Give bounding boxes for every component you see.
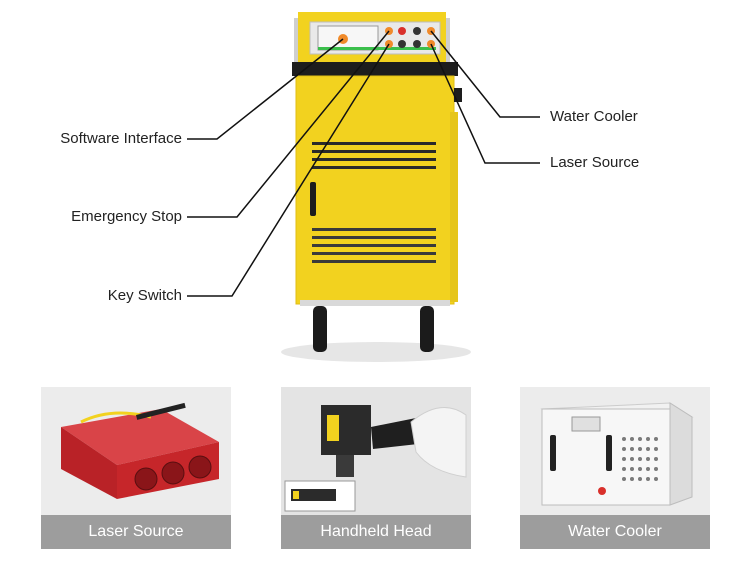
emergency-stop-leader bbox=[187, 30, 390, 218]
water-cooler-label: Water Cooler bbox=[550, 108, 638, 125]
water-cooler-leader bbox=[430, 30, 540, 118]
software-interface-leader bbox=[187, 38, 344, 140]
laser-source-caption: Laser Source bbox=[41, 515, 231, 549]
emergency-stop-label: Emergency Stop bbox=[71, 208, 182, 225]
water-cooler-caption: Water Cooler bbox=[520, 515, 710, 549]
laser-source-label: Laser Source bbox=[550, 154, 640, 171]
key-switch-label: Key Switch bbox=[107, 287, 182, 304]
key-switch-leader bbox=[187, 43, 390, 297]
laser-source-card: Laser Source bbox=[41, 387, 231, 549]
water-cooler-card: Water Cooler bbox=[520, 387, 710, 549]
laser-source-leader bbox=[430, 43, 540, 164]
handheld-head-image bbox=[281, 387, 471, 515]
water-cooler-image bbox=[540, 402, 694, 506]
software-interface-label: Software Interface bbox=[60, 130, 182, 147]
handheld-head-caption: Handheld Head bbox=[281, 515, 471, 549]
handheld-head-card: Handheld Head bbox=[281, 387, 471, 549]
laser-source-image bbox=[61, 402, 219, 499]
